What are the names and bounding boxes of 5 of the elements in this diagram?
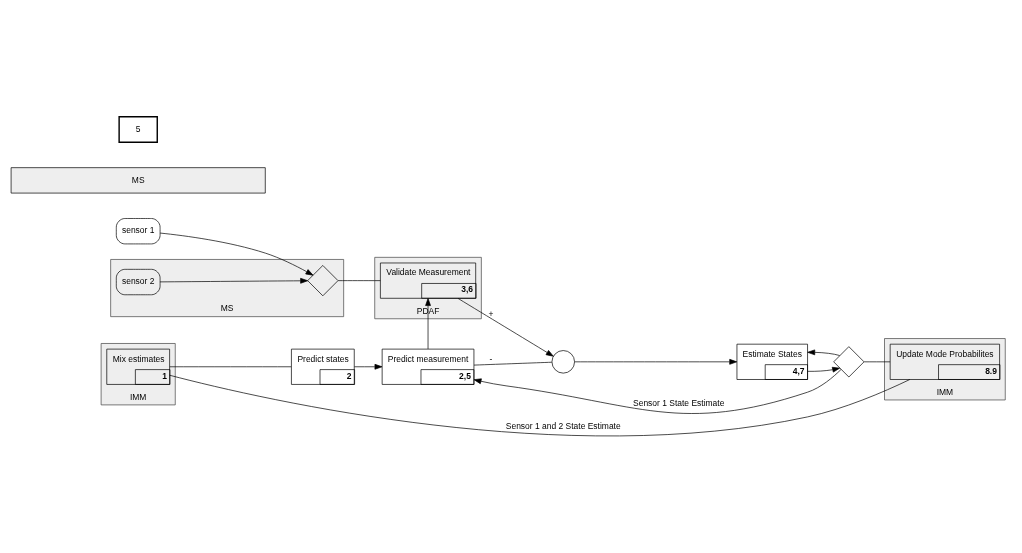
label: 5: [135, 123, 141, 134]
edge-label: Sensor 1 and 2 State Estimate: [505, 421, 621, 432]
edge-label: -: [489, 354, 493, 365]
edge-label: +: [488, 309, 494, 320]
edge-label: Sensor 1 State Estimate: [633, 398, 725, 409]
